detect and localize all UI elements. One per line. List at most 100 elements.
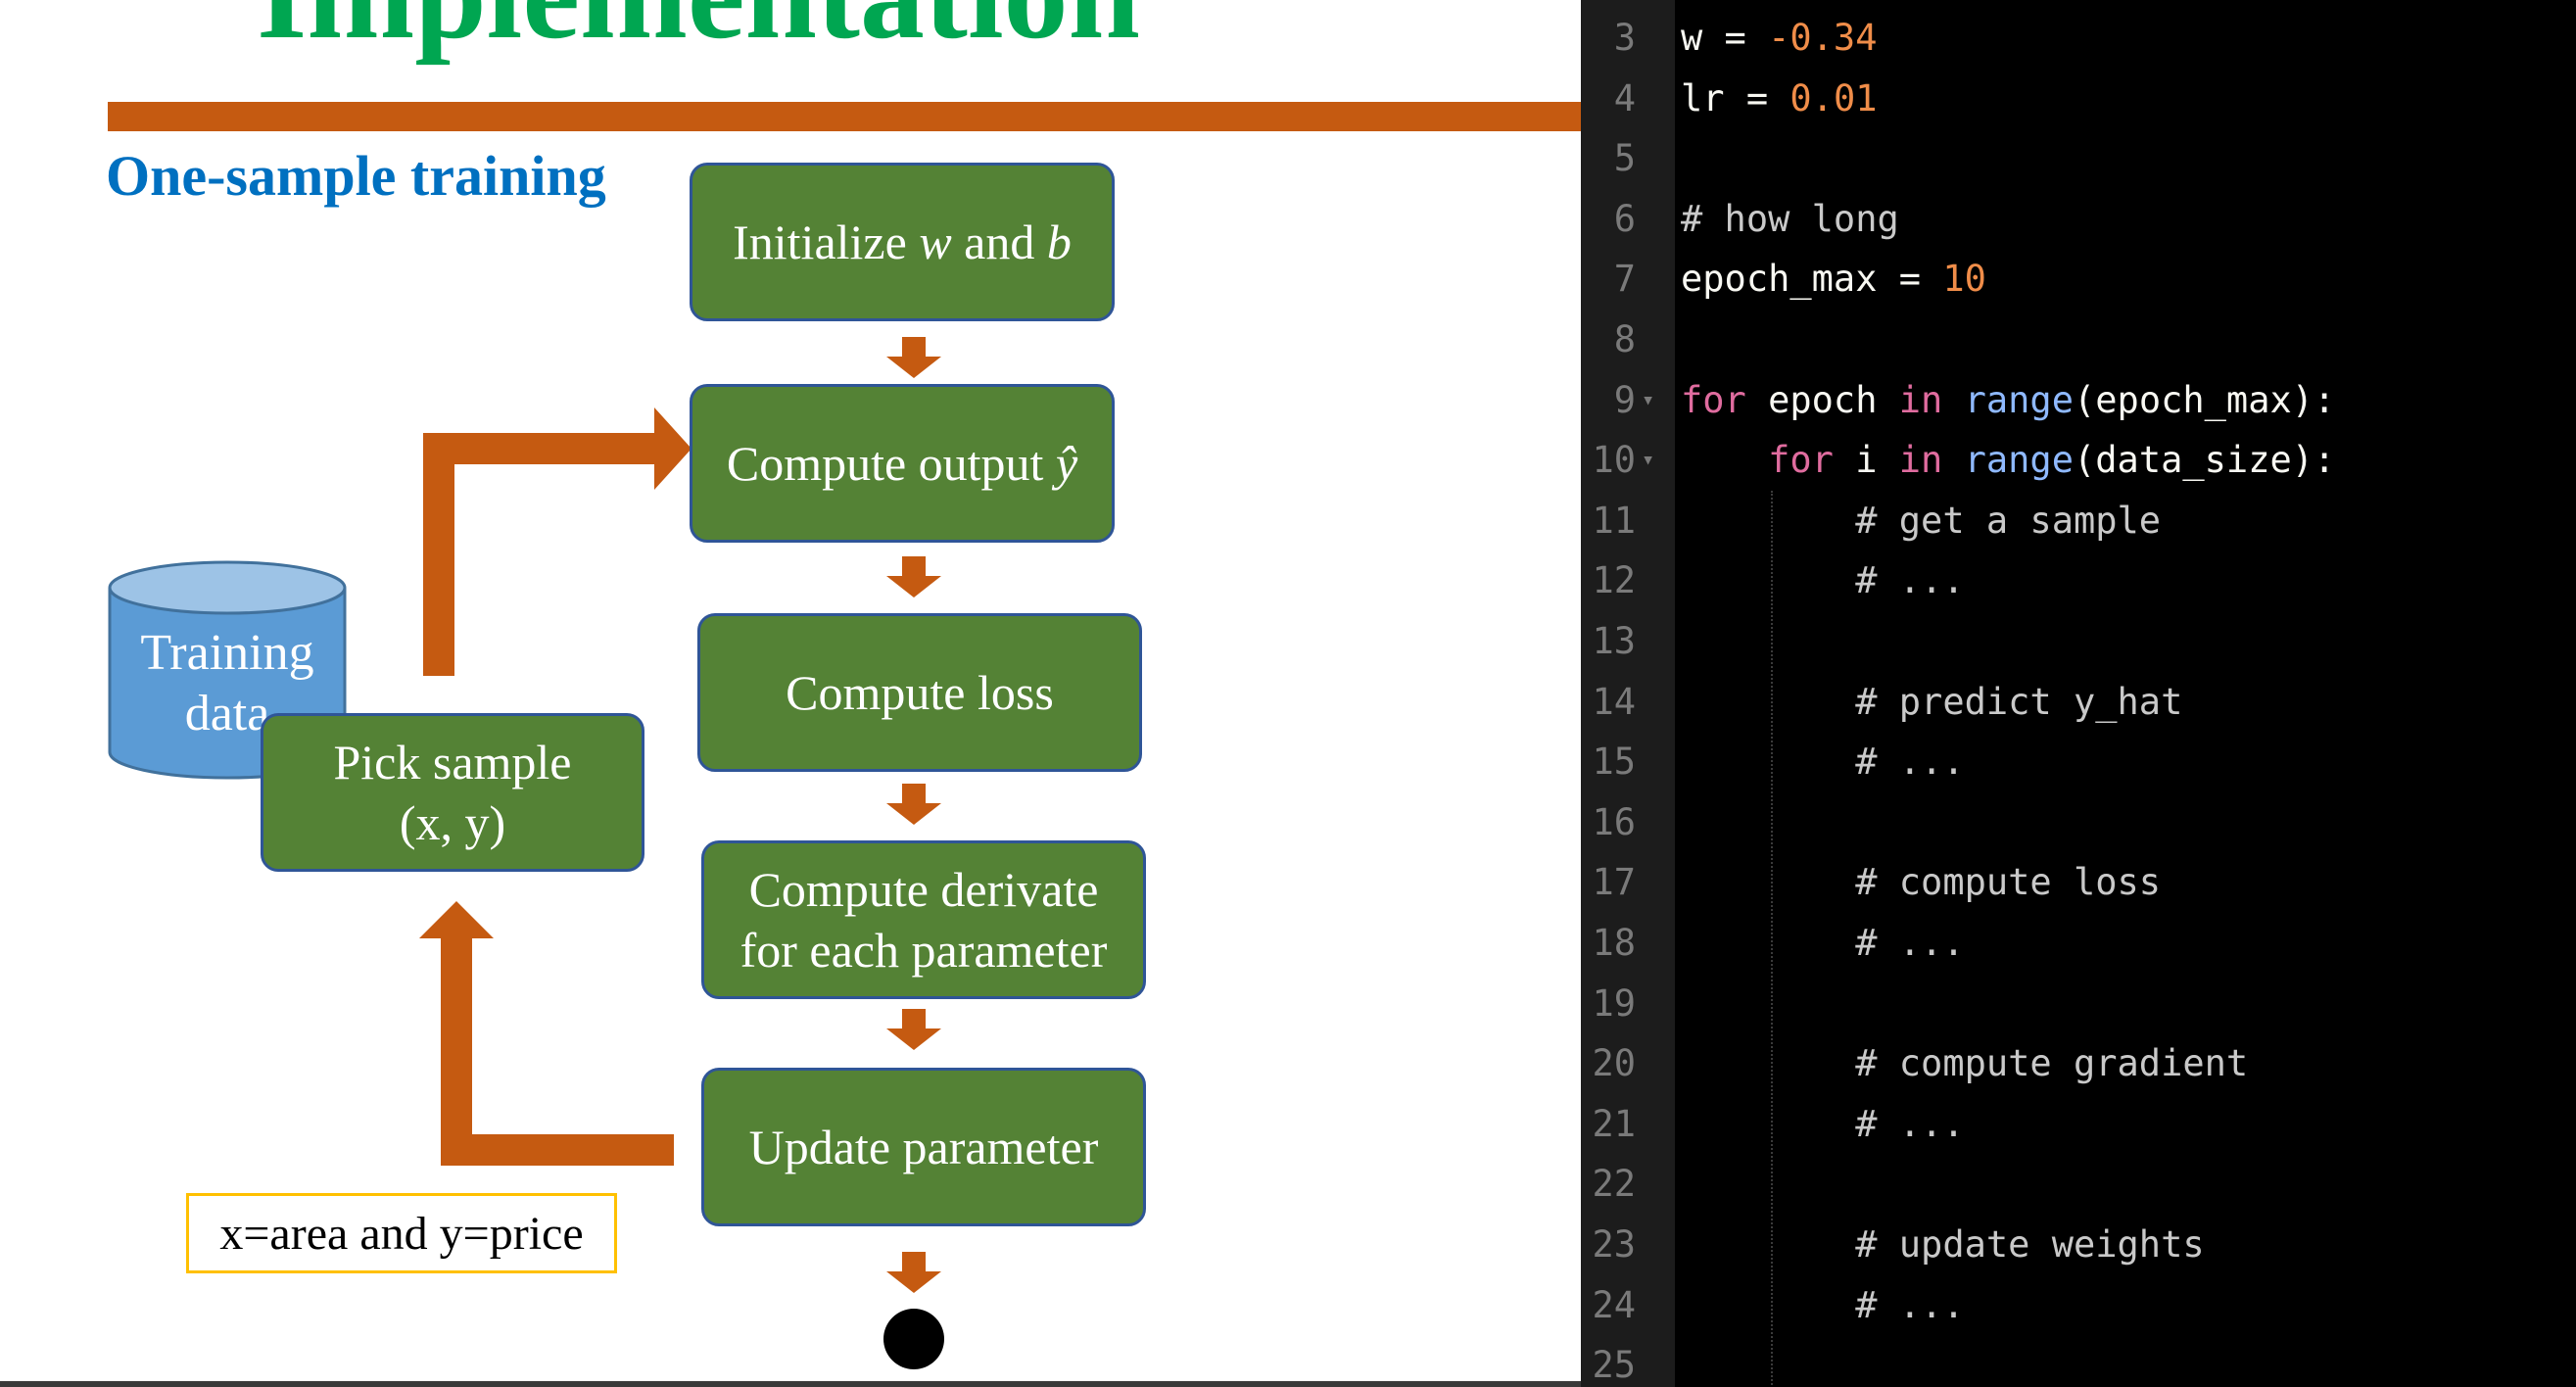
fold-toggle-icon[interactable]: ▾ xyxy=(1642,387,1655,412)
code-line[interactable]: 16 xyxy=(1581,792,2576,853)
code-line[interactable]: 5 xyxy=(1581,128,2576,189)
code-line[interactable]: 19 xyxy=(1581,974,2576,1034)
line-number: 6 xyxy=(1613,197,1636,240)
update-parameter-box: Update parameter xyxy=(701,1068,1146,1226)
indent-guide xyxy=(1771,490,1773,1387)
pick-sample-line-2: (x, y) xyxy=(399,795,506,850)
code-line[interactable]: 8 xyxy=(1581,310,2576,370)
code-text: # compute gradient xyxy=(1855,1042,2249,1085)
line-number: 14 xyxy=(1592,680,1636,723)
variable-note: x=area and y=price xyxy=(186,1193,617,1273)
code-text: # ... xyxy=(1855,922,1965,964)
line-number: 10 xyxy=(1592,439,1636,482)
code-text: # predict y_hat xyxy=(1855,680,2183,723)
compute-derivate-box: Compute derivate for each parameter xyxy=(701,840,1146,999)
code-text: for i in range(data_size): xyxy=(1768,439,2336,482)
initialize-w: w xyxy=(919,214,952,269)
compute-output-text: Compute output xyxy=(726,435,1056,491)
loop-arrow-head-up xyxy=(419,901,494,938)
compute-output-yhat: ŷ xyxy=(1055,435,1078,491)
line-number: 11 xyxy=(1592,499,1636,542)
training-data-label: Training data xyxy=(110,623,345,745)
code-text: # ... xyxy=(1855,559,1965,602)
line-number: 20 xyxy=(1592,1042,1636,1085)
code-line[interactable]: 25 xyxy=(1581,1335,2576,1387)
code-text: # get a sample xyxy=(1855,499,2162,542)
line-number: 17 xyxy=(1592,861,1636,904)
code-line[interactable]: 6 # how long xyxy=(1581,189,2576,250)
line-number: 18 xyxy=(1592,922,1636,964)
line-number: 7 xyxy=(1613,258,1636,301)
compute-output-box: Compute output ŷ xyxy=(690,384,1115,543)
line-number: 8 xyxy=(1613,318,1636,360)
compute-loss-box: Compute loss xyxy=(697,613,1142,772)
code-line[interactable]: 11 # get a sample xyxy=(1581,491,2576,551)
line-number: 24 xyxy=(1592,1283,1636,1326)
slide-bottom-border xyxy=(0,1381,1581,1387)
code-text: # update weights xyxy=(1855,1223,2205,1266)
loop-arrow-left-up xyxy=(441,931,674,1166)
code-text: # ... xyxy=(1855,741,1965,784)
line-number: 12 xyxy=(1592,559,1636,602)
line-number: 23 xyxy=(1592,1223,1636,1266)
fold-toggle-icon[interactable]: ▾ xyxy=(1642,448,1655,473)
line-number: 9 xyxy=(1613,378,1636,421)
code-text: # compute loss xyxy=(1855,861,2162,904)
initialize-text: Initialize xyxy=(733,214,920,269)
line-number: 25 xyxy=(1592,1344,1636,1387)
code-line[interactable]: 23 # update weights xyxy=(1581,1215,2576,1275)
flow-end-node xyxy=(883,1309,944,1369)
code-line[interactable]: 15 # ... xyxy=(1581,732,2576,792)
code-line[interactable]: 14 # predict y_hat xyxy=(1581,672,2576,733)
down-arrow xyxy=(886,1009,941,1050)
line-number: 22 xyxy=(1592,1163,1636,1206)
slide-panel: Implementation One-sample training Train… xyxy=(106,0,1581,1369)
code-text: lr = 0.01 xyxy=(1681,76,1878,120)
slide-title: Implementation xyxy=(257,0,1140,59)
code-line[interactable]: 21 # ... xyxy=(1581,1094,2576,1155)
code-line[interactable]: 7 epoch_max = 10 xyxy=(1581,249,2576,310)
training-data-line-1: Training xyxy=(140,625,314,681)
code-line[interactable]: 4 lr = 0.01 xyxy=(1581,69,2576,129)
line-number: 16 xyxy=(1592,800,1636,843)
code-line[interactable]: 10▾ for i in range(data_size): xyxy=(1581,430,2576,491)
code-text: # how long xyxy=(1681,197,1899,240)
update-parameter-text: Update parameter xyxy=(748,1119,1099,1174)
code-text: for epoch in range(epoch_max): xyxy=(1681,378,2336,421)
loop-arrow-head-right xyxy=(654,407,692,490)
flow-arrows xyxy=(419,337,941,1293)
code-line[interactable]: 20 # compute gradient xyxy=(1581,1033,2576,1094)
down-arrow xyxy=(886,1252,941,1293)
code-line[interactable]: 13 xyxy=(1581,611,2576,672)
code-line[interactable]: 9▾ for epoch in range(epoch_max): xyxy=(1581,370,2576,431)
code-line[interactable]: 22 xyxy=(1581,1154,2576,1215)
down-arrow xyxy=(886,337,941,378)
line-number: 21 xyxy=(1592,1102,1636,1145)
slide-subtitle: One-sample training xyxy=(106,144,606,208)
code-text: # ... xyxy=(1855,1102,1965,1145)
initialize-and: and xyxy=(951,214,1047,269)
initialize-b: b xyxy=(1046,214,1072,269)
line-number-gutter xyxy=(1581,0,1675,1387)
line-number: 13 xyxy=(1592,620,1636,662)
compute-derivate-line-1: Compute derivate xyxy=(748,861,1099,917)
code-text: epoch_max = 10 xyxy=(1681,258,1986,301)
pick-sample-box: Pick sample (x, y) xyxy=(261,713,644,872)
pick-sample-line-1: Pick sample xyxy=(333,734,572,789)
compute-loss-text: Compute loss xyxy=(786,664,1054,720)
code-line[interactable]: 24 # ... xyxy=(1581,1275,2576,1336)
down-arrow xyxy=(886,784,941,825)
code-line[interactable]: 17 # compute loss xyxy=(1581,852,2576,913)
code-line[interactable]: 18 # ... xyxy=(1581,913,2576,974)
line-number: 4 xyxy=(1613,76,1636,120)
code-line[interactable]: 12 # ... xyxy=(1581,550,2576,611)
line-number: 15 xyxy=(1592,741,1636,784)
line-number: 5 xyxy=(1613,137,1636,180)
code-text: w = -0.34 xyxy=(1681,17,1878,59)
down-arrow xyxy=(886,556,941,598)
compute-derivate-line-2: for each parameter xyxy=(739,923,1108,978)
code-text: # ... xyxy=(1855,1283,1965,1326)
initialize-box: Initialize w and b xyxy=(690,163,1115,321)
